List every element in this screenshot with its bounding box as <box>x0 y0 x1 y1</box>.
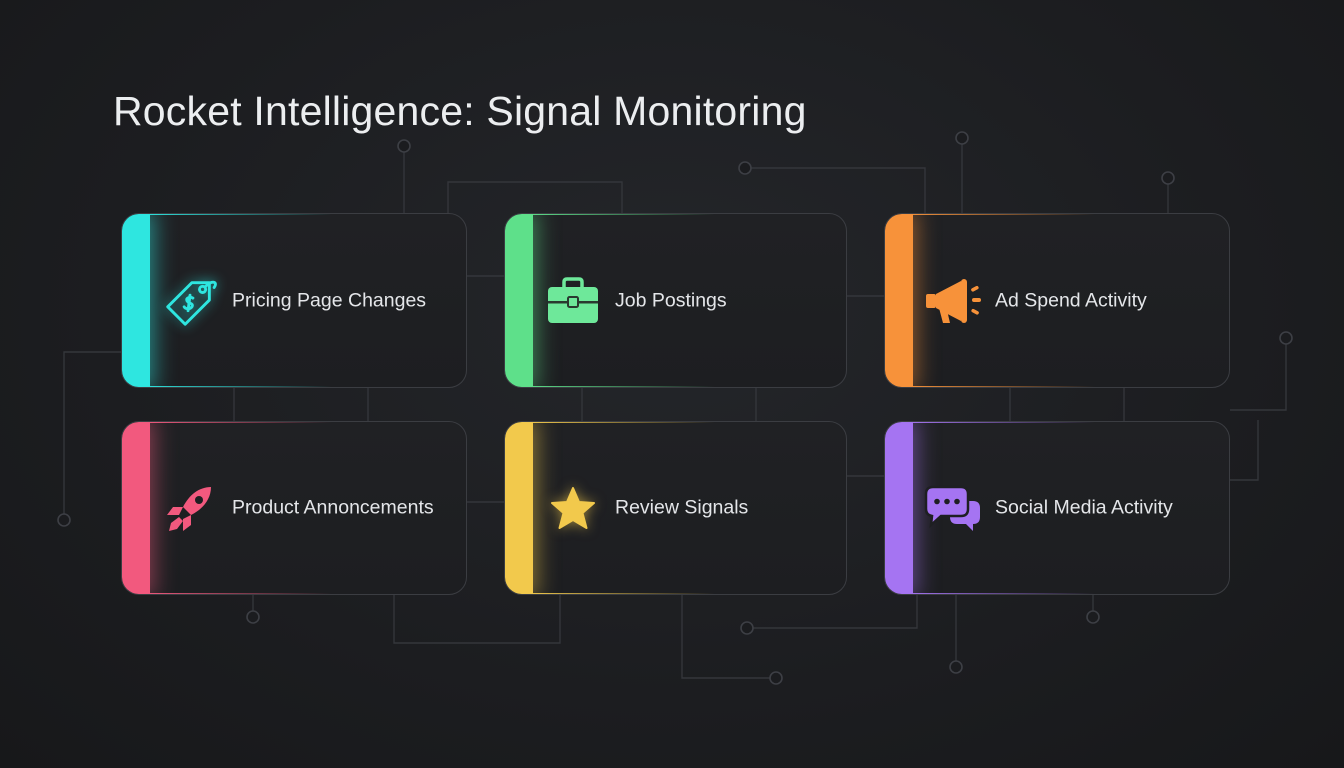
card-label: Social Media Activity <box>995 496 1173 519</box>
card-accent-bar <box>885 214 913 387</box>
signal-card-pricing[interactable]: Pricing Page Changes <box>121 213 467 388</box>
signal-card-jobs[interactable]: Job Postings <box>504 213 847 388</box>
card-accent-bar <box>885 422 913 594</box>
card-label: Ad Spend Activity <box>995 289 1147 311</box>
signal-card-reviews[interactable]: Review Signals <box>504 421 847 595</box>
card-label: Product Annoncements <box>232 496 434 519</box>
briefcase-icon <box>543 272 603 332</box>
price-tag-icon <box>160 272 220 332</box>
card-glow-line <box>142 214 332 215</box>
card-glow-line <box>905 422 1095 423</box>
card-accent-bar <box>122 422 150 594</box>
signal-card-product[interactable]: Product Annoncements <box>121 421 467 595</box>
card-glow-line <box>905 593 1095 594</box>
card-label: Pricing Page Changes <box>232 289 427 311</box>
card-accent-bar <box>505 214 533 387</box>
card-glow-line <box>525 422 715 423</box>
star-icon <box>543 480 603 540</box>
page-title: Rocket Intelligence: Signal Monitoring <box>113 88 807 134</box>
card-glow-line <box>525 214 715 215</box>
megaphone-icon <box>923 272 983 332</box>
rocket-icon <box>160 480 220 540</box>
card-accent-bar <box>505 422 533 594</box>
card-accent-bar <box>122 214 150 387</box>
chat-bubbles-icon <box>923 480 983 540</box>
signal-card-ad-spend[interactable]: Ad Spend Activity <box>884 213 1230 388</box>
card-glow-line <box>525 386 715 387</box>
card-glow-line <box>905 386 1095 387</box>
card-glow-line <box>525 593 715 594</box>
card-glow-line <box>905 214 1095 215</box>
card-glow-line <box>142 593 332 594</box>
signal-card-social[interactable]: Social Media Activity <box>884 421 1230 595</box>
card-glow-line <box>142 422 332 423</box>
card-label: Review Signals <box>615 496 749 519</box>
card-glow-line <box>142 386 332 387</box>
card-label: Job Postings <box>615 289 727 311</box>
